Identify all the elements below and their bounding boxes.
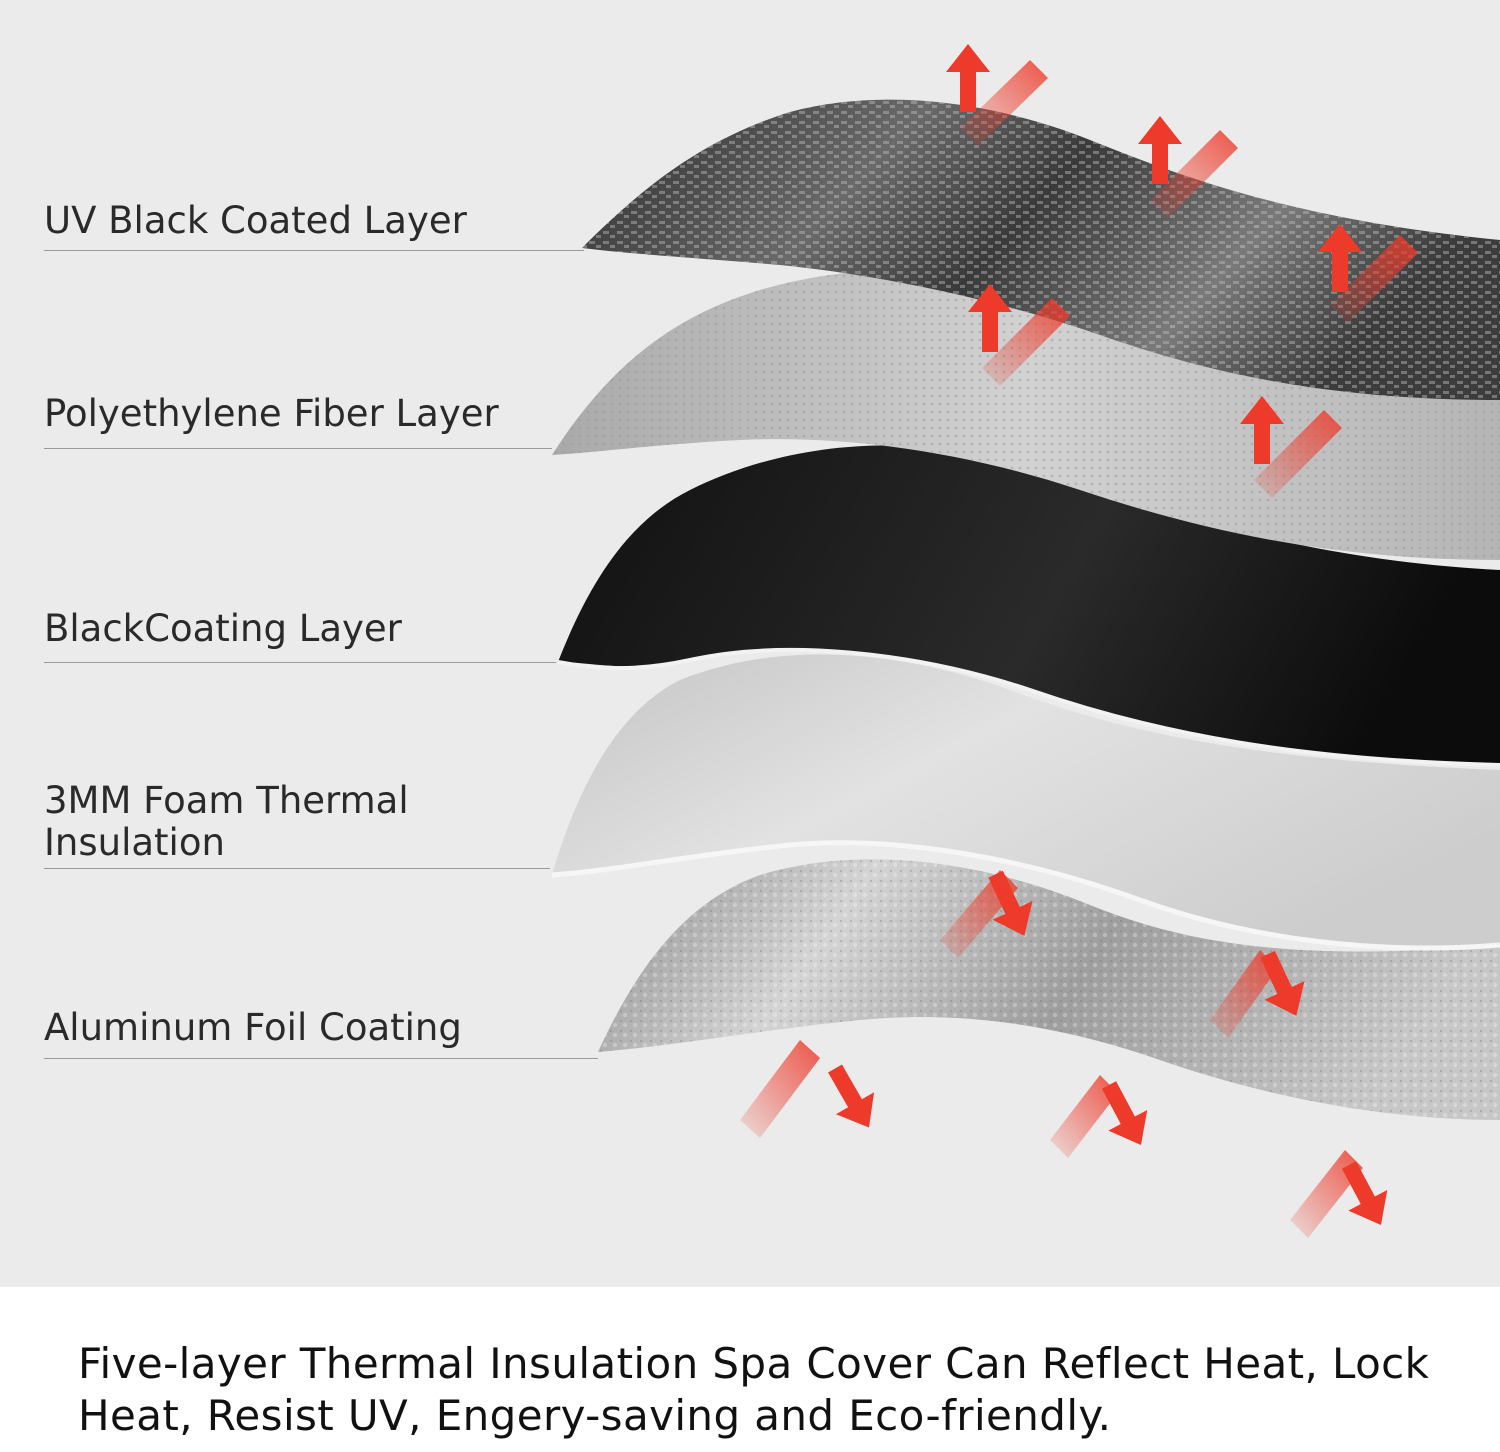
leader-line-black <box>44 662 556 663</box>
label-polyethylene-fiber-layer: Polyethylene Fiber Layer <box>44 392 499 435</box>
layer-stack-illustration <box>551 44 1500 1238</box>
heat-reflection-arrows-top <box>946 44 1418 498</box>
heat-reflection-arrows-bottom <box>740 864 1401 1238</box>
leader-line-foam <box>44 868 550 869</box>
label-aluminum-foil-coating: Aluminum Foil Coating <box>44 1006 462 1049</box>
foam-layer <box>551 654 1500 951</box>
black-coating-layer <box>557 445 1500 767</box>
diagram-panel: UV Black Coated Layer Polyethylene Fiber… <box>0 0 1500 1287</box>
uv-black-coated-layer <box>582 99 1500 400</box>
leader-line-pe <box>44 448 552 449</box>
aluminum-foil-layer <box>598 859 1500 1120</box>
caption: Five-layer Thermal Insulation Spa Cover … <box>78 1339 1430 1440</box>
label-black-coating-layer: BlackCoating Layer <box>44 607 402 650</box>
label-uv-black-coated-layer: UV Black Coated Layer <box>44 199 467 242</box>
label-foam-thermal-insulation: 3MM Foam Thermal Insulation <box>44 779 409 864</box>
leader-line-uv <box>44 250 584 251</box>
leader-line-foil <box>44 1058 598 1059</box>
